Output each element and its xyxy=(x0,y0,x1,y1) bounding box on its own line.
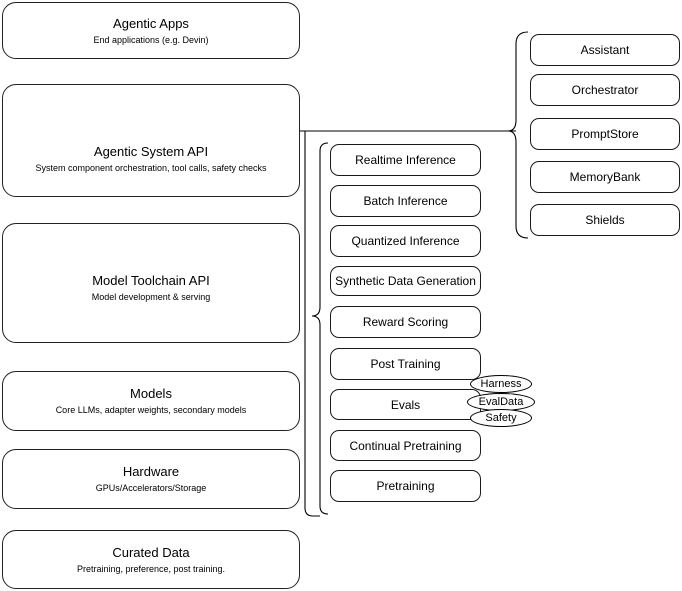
eval-tag-harness[interactable]: Harness xyxy=(470,375,532,393)
system-component-label: Shields xyxy=(585,213,625,227)
eval-tag-safety[interactable]: Safety xyxy=(470,409,532,427)
layer-title: Model Toolchain API xyxy=(92,273,210,288)
capability-batch-inference[interactable]: Batch Inference xyxy=(330,185,481,217)
eval-tag-evaldata[interactable]: EvalData xyxy=(467,393,535,411)
capability-realtime-inference[interactable]: Realtime Inference xyxy=(330,144,481,176)
layer-subtitle: Pretraining, preference, post training. xyxy=(76,563,226,574)
trunk-elbow xyxy=(304,507,320,517)
system-component-orchestrator[interactable]: Orchestrator xyxy=(530,74,680,106)
capability-label: Post Training xyxy=(370,357,441,371)
system-component-memorybank[interactable]: MemoryBank xyxy=(530,161,680,193)
layer-box-curated-data[interactable]: Curated Data Pretraining, preference, po… xyxy=(2,530,300,589)
layer-title: Agentic System API xyxy=(93,143,209,159)
capability-continual-pretraining[interactable]: Continual Pretraining xyxy=(330,430,481,461)
capability-label: Batch Inference xyxy=(363,194,448,208)
capability-label: Reward Scoring xyxy=(362,315,449,329)
system-component-label: Orchestrator xyxy=(571,83,639,97)
layer-title: Agentic Apps xyxy=(113,15,189,31)
system-component-label: PromptStore xyxy=(571,127,639,141)
layer-text-curated-data: Curated Data Pretraining, preference, po… xyxy=(77,544,225,576)
capability-evals[interactable]: Evals xyxy=(330,389,481,420)
system-component-assistant[interactable]: Assistant xyxy=(530,34,680,66)
layer-subtitle: End applications (e.g. Devin) xyxy=(93,34,209,45)
layer-title: Models xyxy=(130,386,172,401)
capability-label: Synthetic Data Generation xyxy=(335,274,476,288)
layer-box-hardware[interactable]: Hardware GPUs/Accelerators/Storage xyxy=(2,449,300,509)
capability-label: Evals xyxy=(390,397,421,412)
system-component-promptstore[interactable]: PromptStore xyxy=(530,118,680,150)
layer-title: Curated Data xyxy=(112,544,190,560)
system-components-bracket xyxy=(507,31,529,239)
capability-label: Pretraining xyxy=(376,479,435,493)
layer-box-models[interactable]: Models Core LLMs, adapter weights, secon… xyxy=(2,371,300,431)
capability-label: Realtime Inference xyxy=(355,153,456,167)
capability-synthetic-data-generation[interactable]: Synthetic Data Generation xyxy=(330,266,481,296)
layer-text-agentic-apps: Agentic Apps End applications (e.g. Devi… xyxy=(93,15,208,47)
eval-tag-label: Harness xyxy=(480,378,522,390)
capability-post-training[interactable]: Post Training xyxy=(330,348,481,380)
system-component-label: MemoryBank xyxy=(569,170,641,184)
layer-text-hardware: Hardware GPUs/Accelerators/Storage xyxy=(96,463,207,495)
layer-text-agentic-system-api: Agentic System API System component orch… xyxy=(35,143,266,175)
layer-subtitle: System component orchestration, tool cal… xyxy=(35,162,267,173)
capability-quantized-inference[interactable]: Quantized Inference xyxy=(330,225,481,257)
layer-box-agentic-system-api[interactable]: Agentic System API System component orch… xyxy=(2,84,300,197)
system-component-label: Assistant xyxy=(580,43,630,57)
layer-text-models: Models Core LLMs, adapter weights, secon… xyxy=(56,385,247,417)
capability-pretraining[interactable]: Pretraining xyxy=(330,470,481,502)
layer-subtitle: Model development & serving xyxy=(91,292,211,302)
capability-label: Continual Pretraining xyxy=(349,438,462,453)
eval-tag-label: EvalData xyxy=(478,396,524,408)
capability-reward-scoring[interactable]: Reward Scoring xyxy=(330,306,481,338)
layer-title: Hardware xyxy=(122,464,180,479)
layer-text-model-toolchain-api: Model Toolchain API Model development & … xyxy=(92,272,211,304)
toolchain-bracket xyxy=(311,142,329,515)
capability-label: Quantized Inference xyxy=(351,234,460,248)
layer-subtitle: GPUs/Accelerators/Storage xyxy=(95,483,207,493)
system-component-shields[interactable]: Shields xyxy=(530,204,680,236)
layer-box-model-toolchain-api[interactable]: Model Toolchain API Model development & … xyxy=(2,223,300,343)
layer-box-agentic-apps[interactable]: Agentic Apps End applications (e.g. Devi… xyxy=(2,2,300,59)
eval-tag-label: Safety xyxy=(485,412,517,424)
layer-subtitle: Core LLMs, adapter weights, secondary mo… xyxy=(55,405,247,415)
